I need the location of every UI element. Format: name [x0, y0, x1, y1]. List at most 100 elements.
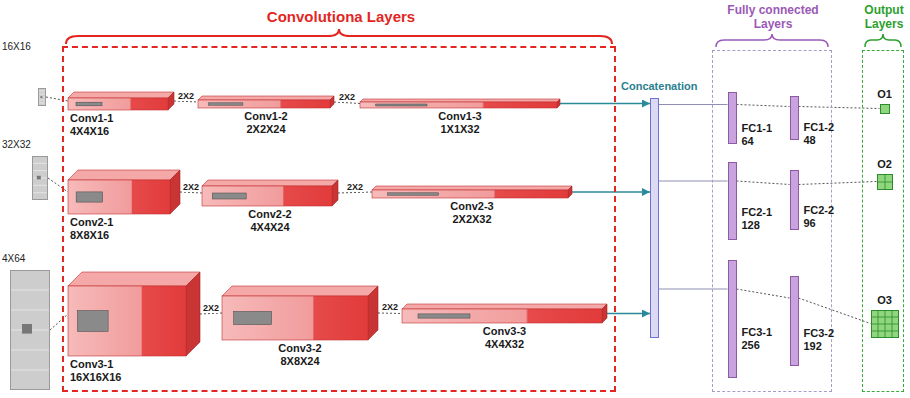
- layer-label: 16X16X16: [68, 371, 200, 384]
- fc-layer: FC3-1256: [728, 260, 737, 378]
- connector: [607, 313, 650, 315]
- layer-label: Concatenation: [621, 80, 697, 93]
- layer-label: O1: [870, 88, 900, 101]
- layer-label: FC3-1: [742, 326, 773, 339]
- connector: [200, 313, 222, 314]
- layer-block: [198, 96, 334, 108]
- output-grid: [871, 310, 899, 338]
- input-size: 4X64: [2, 252, 25, 265]
- edge-label: 2X2: [338, 92, 356, 102]
- fc-layer: FC1-248: [790, 96, 799, 140]
- layer-label: FC1-1: [742, 122, 773, 135]
- layer-label: 2X2X32: [372, 213, 572, 226]
- connector: [180, 192, 202, 193]
- layer-label: Conv2-1: [68, 216, 180, 229]
- conv-layer: Conv3-116X16X16: [68, 272, 200, 356]
- group-brace: [66, 29, 612, 44]
- layer-label: 2X2X24: [198, 123, 334, 136]
- input-picture: [38, 88, 46, 106]
- layer-label: FC2-2: [804, 204, 835, 217]
- conv-layer: Conv3-34X4X32: [402, 304, 607, 323]
- connector: [378, 313, 402, 315]
- layer-label: Conv1-2: [198, 110, 334, 123]
- edge-label: 2X2: [182, 182, 200, 192]
- input-image: 16X16: [38, 88, 46, 106]
- connector: [737, 289, 790, 298]
- connector: [659, 181, 728, 182]
- connector: [799, 182, 877, 185]
- conv-layer: Conv1-31X1X32: [360, 99, 560, 108]
- connector: [659, 289, 728, 290]
- output-node: O3: [871, 310, 899, 338]
- connector: [338, 192, 372, 193]
- fc-layer: FC1-164: [728, 92, 737, 144]
- conv-layer: Conv2-24X4X24: [202, 180, 338, 206]
- output-grid: [880, 104, 890, 114]
- connector: [48, 178, 68, 192]
- group-title: Output Layers: [860, 3, 908, 31]
- output-node: O2: [877, 174, 893, 190]
- layer-label: Conv3-1: [68, 358, 200, 371]
- layer-block: [372, 186, 572, 198]
- layer-block: [68, 170, 180, 214]
- layer-label: O3: [870, 294, 900, 307]
- connector: [737, 181, 790, 185]
- group-title: Fully connected Layers: [713, 3, 833, 31]
- layer-group: Fully connected LayersFC1-164FC1-248FC2-…: [712, 50, 832, 392]
- conv-layer: Conv2-32X2X32: [372, 186, 572, 198]
- layer-block: [68, 92, 174, 110]
- conv-layer: Conv1-22X2X24: [198, 96, 334, 108]
- edge-label: 2X2: [202, 303, 220, 313]
- layer-label: 192: [804, 340, 822, 353]
- layer-label: Conv1-1: [68, 112, 174, 125]
- output-node: O1: [880, 104, 890, 114]
- input-size: 16X16: [2, 40, 31, 53]
- layer-label: O2: [870, 158, 900, 171]
- connector: [799, 107, 880, 109]
- input-picture: [32, 156, 48, 200]
- input-image: 4X64: [10, 270, 50, 390]
- connector: [659, 104, 728, 105]
- layer-label: 4X4X32: [402, 338, 607, 351]
- input-size: 32X32: [2, 138, 31, 151]
- layer-label: 96: [804, 217, 816, 230]
- output-grid: [877, 174, 893, 190]
- layer-label: 64: [742, 135, 754, 148]
- conv-layer: Conv1-14X4X16: [68, 92, 174, 110]
- layer-label: 4X4X24: [202, 221, 338, 234]
- layer-label: Conv3-3: [402, 325, 607, 338]
- connector: [737, 105, 790, 107]
- group-brace: [716, 34, 828, 47]
- connector: [46, 97, 68, 101]
- connector: [334, 102, 360, 104]
- layer-label: 4X4X16: [68, 125, 174, 138]
- connector: [799, 298, 871, 324]
- layer-label: Conv2-3: [372, 200, 572, 213]
- layer-block: [360, 99, 560, 108]
- edge-label: 2X2: [177, 91, 195, 101]
- layer-label: Conv3-2: [222, 342, 378, 355]
- layer-label: Conv2-2: [202, 208, 338, 221]
- input-picture: [10, 270, 50, 390]
- layer-block: [68, 272, 200, 356]
- layer-block: [202, 180, 338, 206]
- layer-label: FC2-1: [742, 206, 773, 219]
- group-title: Convolutiona Layers: [64, 8, 618, 25]
- layer-label: 8X8X16: [68, 229, 180, 242]
- connector: [572, 191, 650, 193]
- conv-layer: Conv2-18X8X16: [68, 170, 180, 214]
- layer-block: [222, 286, 378, 340]
- layer-label: 128: [742, 219, 760, 232]
- edge-label: 2X2: [381, 302, 399, 312]
- conv-layer: Conv3-28X8X24: [222, 286, 378, 340]
- connector: [174, 101, 198, 102]
- group-brace: [865, 34, 901, 47]
- layer-label: 48: [804, 134, 816, 147]
- layer-label: Conv1-3: [360, 110, 560, 123]
- concat-bar: Concatenation: [650, 98, 659, 338]
- input-image: 32X32: [32, 156, 48, 200]
- layer-label: FC1-2: [804, 121, 835, 134]
- layer-label: 1X1X32: [360, 123, 560, 136]
- fc-layer: FC2-296: [790, 170, 799, 230]
